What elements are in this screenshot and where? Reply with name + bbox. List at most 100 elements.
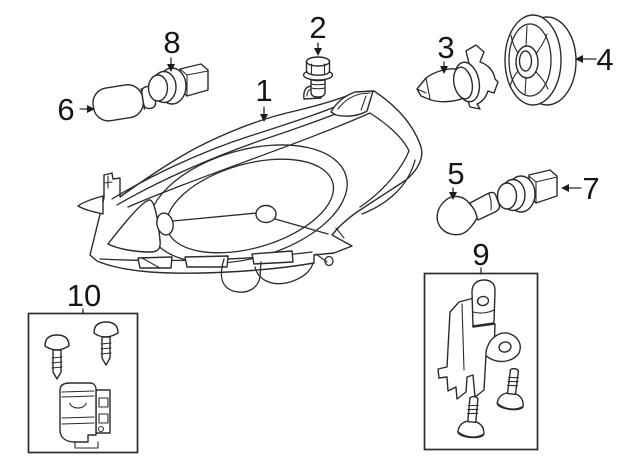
callout-6: 6 (57, 92, 95, 127)
screw-thread (100, 342, 112, 345)
bolt-shank (310, 75, 326, 98)
cap-spoke (535, 71, 549, 90)
callout-9: 9 (472, 237, 490, 275)
detail-line (61, 390, 95, 393)
arrowhead (440, 66, 448, 74)
detail-line (61, 422, 95, 425)
detail-line (461, 303, 465, 371)
flange-slot (98, 413, 109, 424)
cap-hub-inner (518, 50, 533, 72)
screw-thread (507, 376, 520, 379)
arrowhead (449, 192, 457, 200)
detail-line (360, 95, 367, 111)
headlamp-assembly-drawing (77, 85, 423, 293)
bulb-glass (92, 84, 144, 122)
push-screw-drawing (44, 334, 70, 380)
callout-10: 10 (67, 278, 101, 315)
detail-line (103, 181, 113, 184)
bracket-body (59, 382, 97, 443)
screw-head-dome (44, 334, 70, 351)
screw-shank (101, 336, 111, 366)
callout-1-label: 1 (255, 73, 272, 108)
cap-spoke (509, 70, 519, 88)
detail-line (61, 416, 95, 419)
push-screw-drawing (93, 321, 119, 366)
socket-face (496, 182, 518, 210)
wing-hole (498, 341, 512, 353)
socket-face (147, 74, 169, 102)
wedge-bulb-drawing (92, 84, 157, 122)
bolt-thread (310, 87, 326, 90)
arrowhead (87, 105, 95, 113)
top-right-tab (330, 90, 374, 117)
callout-6-label: 6 (57, 92, 74, 127)
bracket-cutout (137, 256, 173, 269)
callout-5-label: 5 (447, 156, 464, 191)
detail-line (369, 112, 410, 152)
detail-line (141, 257, 161, 269)
bulb-globe (436, 195, 478, 236)
arrowhead (561, 184, 569, 192)
bracket-notch (69, 402, 87, 409)
lens-triangle-segment (107, 199, 161, 253)
detail-line (111, 96, 358, 200)
detail-line (472, 309, 495, 314)
screw-thread (466, 412, 479, 415)
cap-spoke (510, 34, 519, 54)
callout-7: 7 (561, 171, 600, 206)
screw-thread (51, 366, 63, 369)
callout-10-label: 10 (67, 278, 101, 313)
callout-3: 3 (437, 30, 455, 74)
bolt-thread (310, 83, 326, 86)
detail-line (535, 176, 558, 183)
screw-thread (507, 380, 519, 383)
detail-line (337, 92, 371, 110)
bulb-flange-inner (452, 66, 474, 100)
detail-line (127, 112, 371, 208)
callout-7-label: 7 (582, 171, 599, 206)
kit-box-10 (27, 312, 139, 454)
callout-1: 1 (255, 73, 273, 122)
screw-head-dome (457, 420, 485, 438)
adjuster-oval (156, 212, 174, 236)
detail-line (359, 150, 410, 208)
bulb-socket-7-drawing (496, 169, 558, 213)
screw-thread (467, 408, 479, 411)
callout-4-label: 4 (596, 42, 613, 77)
callout-8-label: 8 (163, 25, 180, 60)
flange-slot (98, 397, 109, 408)
screw-thread (100, 352, 112, 355)
flange-hole (97, 425, 105, 433)
detail-line (488, 193, 492, 211)
glass-facet (425, 77, 431, 100)
bowl-bulge (220, 258, 262, 293)
arrowhead (167, 64, 175, 72)
screw-thread (467, 404, 479, 407)
screw-thread (100, 347, 112, 350)
bulb-socket-8-drawing (147, 63, 209, 105)
adjuster-circle (255, 204, 277, 224)
callout-4: 4 (575, 42, 614, 77)
cap-spoke (524, 76, 527, 96)
fin-line (335, 227, 345, 239)
callout-5: 5 (447, 156, 465, 200)
detail-line (186, 70, 209, 76)
screw-shank (52, 349, 62, 380)
bracket-cutout (251, 250, 294, 265)
arrowhead (260, 114, 268, 122)
screw-thread (51, 356, 63, 359)
bracket-cutout (184, 255, 229, 268)
cap-spoke (525, 25, 528, 47)
glass-facet (416, 88, 427, 94)
kit-box-9 (423, 272, 539, 451)
post-hole (476, 295, 490, 307)
arrowhead (575, 55, 583, 63)
screw-thread (506, 384, 519, 387)
cap-spoke (535, 33, 548, 55)
cap-inner-ring (508, 23, 552, 97)
halogen-bulb-drawing (416, 44, 499, 110)
dust-cap-drawing (504, 14, 577, 106)
callout-2-label: 2 (309, 10, 326, 45)
